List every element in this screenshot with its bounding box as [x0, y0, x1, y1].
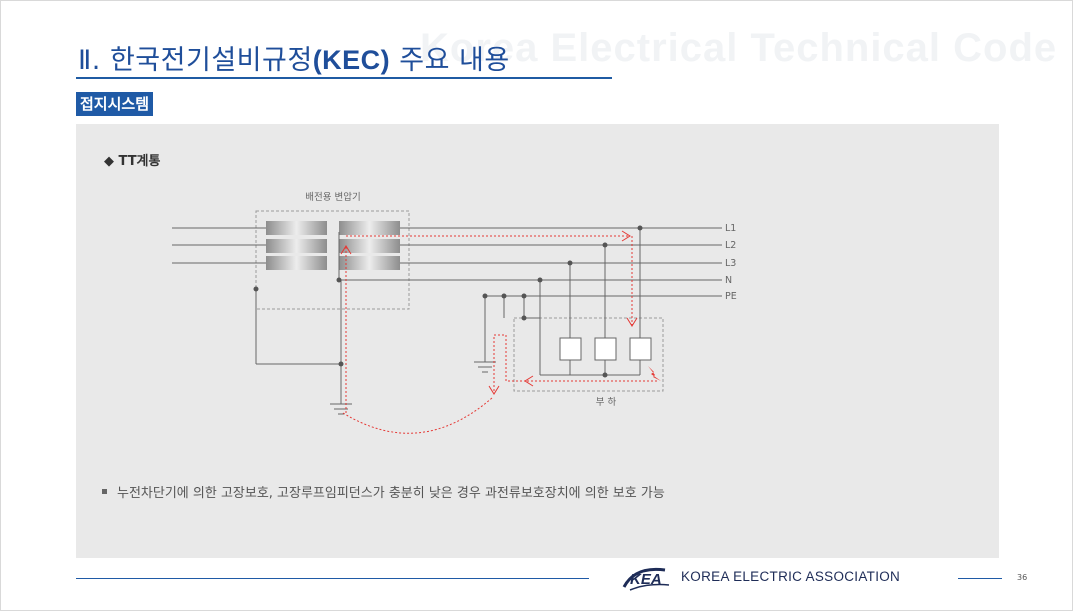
content-panel: ◆ TT계통 누전차단기에 의한 고장보호, 고장루프임피던스가 충분히 낮은 … [76, 124, 999, 558]
label-pe: PE [725, 291, 737, 302]
primary-coils [266, 221, 327, 270]
load-device-3 [629, 337, 652, 361]
label-l3: L3 [725, 258, 736, 269]
section-tag: 접지시스템 [76, 92, 154, 116]
transformer-enclosure [255, 210, 410, 310]
diagram-heading: ◆ TT계통 [104, 154, 161, 169]
fault-arrowheads [340, 230, 638, 395]
secondary-coils [339, 221, 400, 270]
footer-rule-right [958, 578, 1002, 579]
page-title: Ⅱ. 한국전기설비규정(KEC) 주요 내용 [78, 38, 510, 77]
bullet-item: 누전차단기에 의한 고장보호, 고장루프임피던스가 충분히 낮은 경우 과전류보… [102, 482, 665, 501]
watermark: Korea Electrical Technical Code [420, 26, 1058, 70]
transformer-earth-symbol [330, 403, 352, 415]
fault-current-path [342, 235, 657, 434]
title-prefix: Ⅱ. 한국전기설비규정 [78, 45, 313, 76]
line-labels: L1 L2 L3 N PE [725, 223, 737, 302]
fault-spark-icon [648, 366, 661, 381]
label-n: N [725, 275, 732, 286]
load-device-1 [559, 337, 582, 361]
load-label: 부 하 [596, 396, 617, 408]
load-devices [559, 337, 652, 361]
footer-rule-left [76, 578, 589, 579]
title-underline [76, 77, 612, 79]
transformer-label: 배전용 변압기 [305, 191, 360, 203]
logo-text: KEA [630, 571, 662, 588]
title-code: (KEC) [312, 45, 391, 75]
transformer-earth-wiring [255, 232, 342, 404]
bullet-text: 누전차단기에 의한 고장보호, 고장루프임피던스가 충분히 낮은 경우 과전류보… [117, 486, 665, 501]
kea-logo-icon: KEA [622, 567, 670, 591]
organization-name: KOREA ELECTRIC ASSOCIATION [681, 569, 901, 584]
load-wiring [484, 228, 641, 376]
label-l1: L1 [725, 223, 736, 234]
page-number: 36 [1017, 573, 1028, 582]
load-earth-symbol [474, 361, 496, 373]
bullet-square-icon [102, 489, 107, 494]
title-suffix: 주요 내용 [390, 45, 510, 76]
load-device-2 [594, 337, 617, 361]
load-enclosure [513, 317, 664, 392]
label-l2: L2 [725, 240, 736, 251]
primary-lines [172, 227, 266, 264]
junction-dots [253, 225, 643, 378]
